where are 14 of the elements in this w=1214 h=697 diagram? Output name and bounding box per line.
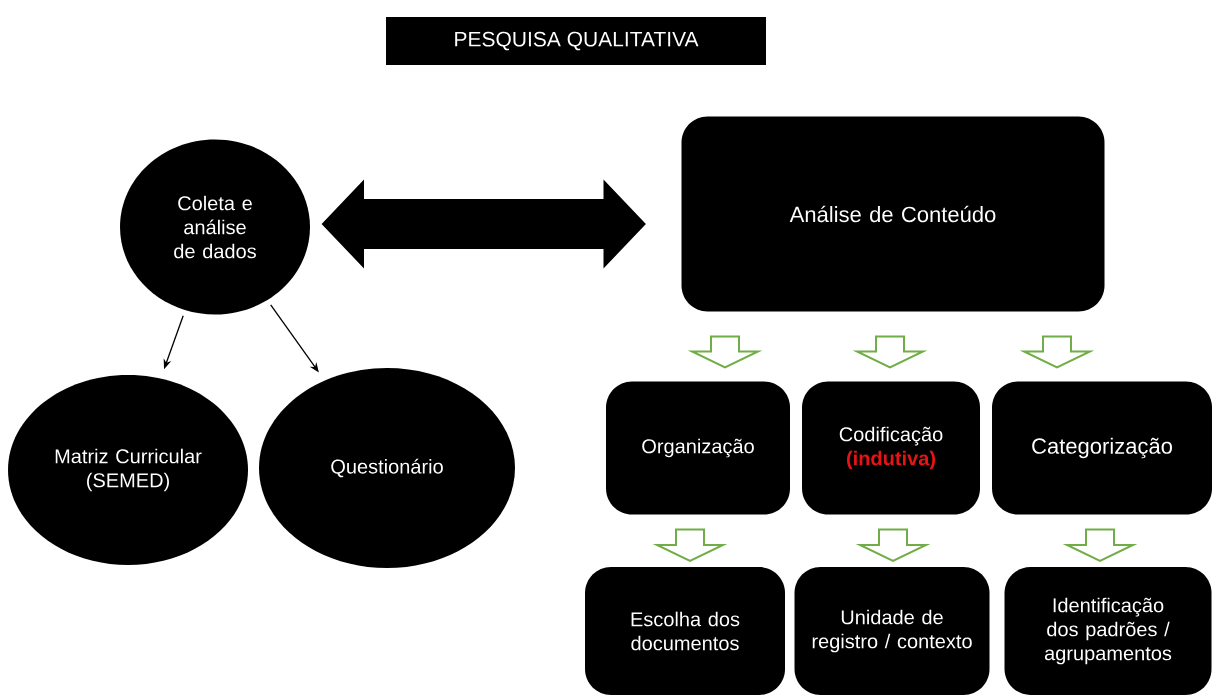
process-box: Organização (606, 381, 790, 515)
block-arrow (687, 335, 763, 369)
block-arrow (1062, 528, 1138, 563)
process-box: Identificação dos padrões / agrupamentos (1004, 567, 1212, 695)
block-arrow (652, 528, 728, 563)
block-arrow (852, 335, 928, 369)
process-box: Análise de Conteúdo (681, 116, 1105, 312)
block-arrow (855, 528, 931, 563)
process-box: Escolha dos documentos (585, 567, 785, 695)
block-arrow (1019, 335, 1095, 369)
process-box: Codificação (indutiva) (802, 381, 980, 515)
process-box: Categorização (992, 381, 1212, 515)
title-box: PESQUISA QUALITATIVA (386, 17, 766, 65)
process-box: Unidade de registro / contexto (794, 567, 990, 695)
